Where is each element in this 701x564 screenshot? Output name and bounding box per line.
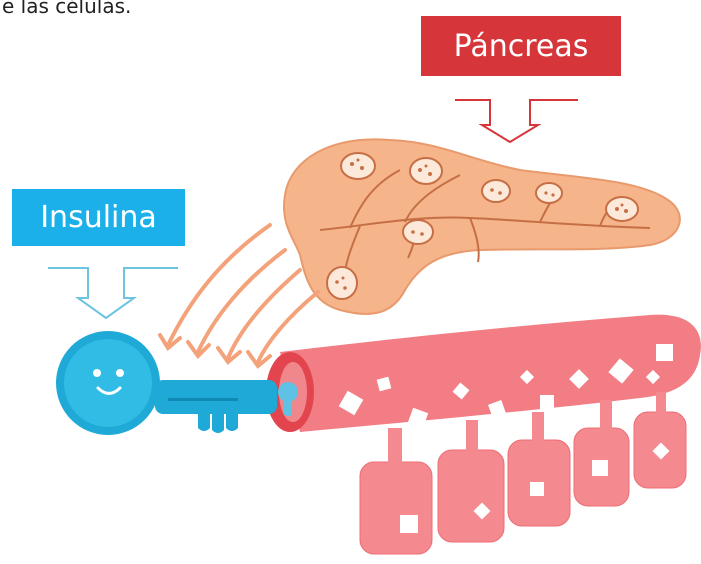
pancreas-organ <box>284 139 680 314</box>
pancreas-label: Páncreas <box>421 16 621 76</box>
blood-vessel <box>266 315 701 432</box>
insulin-down-arrow-icon <box>48 268 178 318</box>
secretion-arrows <box>160 225 318 366</box>
pancreas-down-arrow-icon <box>455 100 578 142</box>
insulin-label: Insulina <box>12 189 185 246</box>
